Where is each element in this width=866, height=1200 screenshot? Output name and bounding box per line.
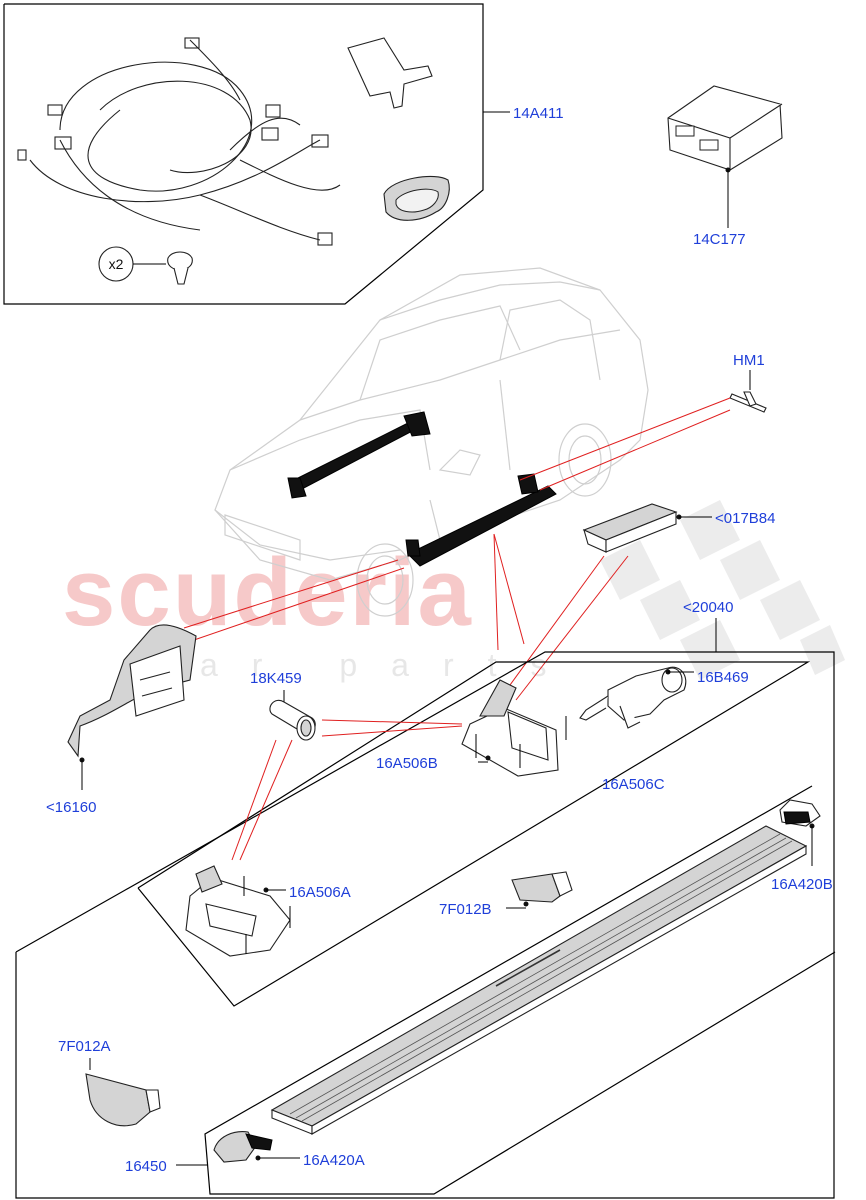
label-16A506C: 16A506C	[602, 776, 665, 793]
motor-icon	[579, 666, 687, 729]
wiring-harness-icon	[17, 37, 341, 246]
label-14C177: 14C177	[693, 231, 746, 248]
watermark-brand: scuderia	[62, 539, 473, 646]
label-16160: <16160	[46, 799, 96, 816]
watermark-subline: car parts	[150, 647, 580, 683]
end-cap-16A420B-icon	[779, 799, 821, 827]
control-module-icon	[667, 85, 783, 171]
label-017B84: <017B84	[715, 510, 775, 527]
label-16450: 16450	[125, 1158, 167, 1175]
bracket-16A506B-icon	[461, 679, 567, 777]
wiring-kit-box: x2	[3, 3, 484, 305]
running-board-highlight	[405, 473, 557, 567]
label-14A411: 14A411	[513, 105, 564, 122]
watermark: scuderia car parts	[62, 500, 845, 683]
bracket-7F012A-icon	[85, 1073, 161, 1127]
end-cap-16A420A-icon	[213, 1131, 273, 1163]
label-20040: <20040	[683, 599, 733, 616]
qty-badge: x2	[98, 246, 134, 282]
roof-rail-highlight	[287, 411, 431, 499]
clip-fastener-icon	[167, 251, 193, 285]
label-HM1: HM1	[733, 352, 765, 369]
label-16A420A: 16A420A	[303, 1152, 365, 1169]
label-7F012A: 7F012A	[58, 1038, 111, 1055]
bracket-017B84-icon	[582, 503, 678, 553]
harness-clip-icon	[729, 391, 767, 413]
running-board-icon	[270, 825, 808, 1135]
label-16A420B: 16A420B	[771, 876, 833, 893]
label-7F012B: 7F012B	[439, 901, 492, 918]
label-16A506B: 16A506B	[376, 755, 438, 772]
bracket-7F012B-icon	[511, 871, 573, 903]
bracket-16A506A-icon	[185, 865, 291, 957]
switch-bezel-icon	[383, 175, 450, 221]
trim-panel-icon	[67, 624, 197, 758]
template-sheet-icon	[347, 37, 433, 109]
label-18K459: 18K459	[250, 670, 302, 687]
label-16B469: 16B469	[697, 669, 749, 686]
quantity-label: x2	[109, 256, 124, 272]
label-16A506A: 16A506A	[289, 884, 351, 901]
bush-icon	[269, 699, 316, 741]
